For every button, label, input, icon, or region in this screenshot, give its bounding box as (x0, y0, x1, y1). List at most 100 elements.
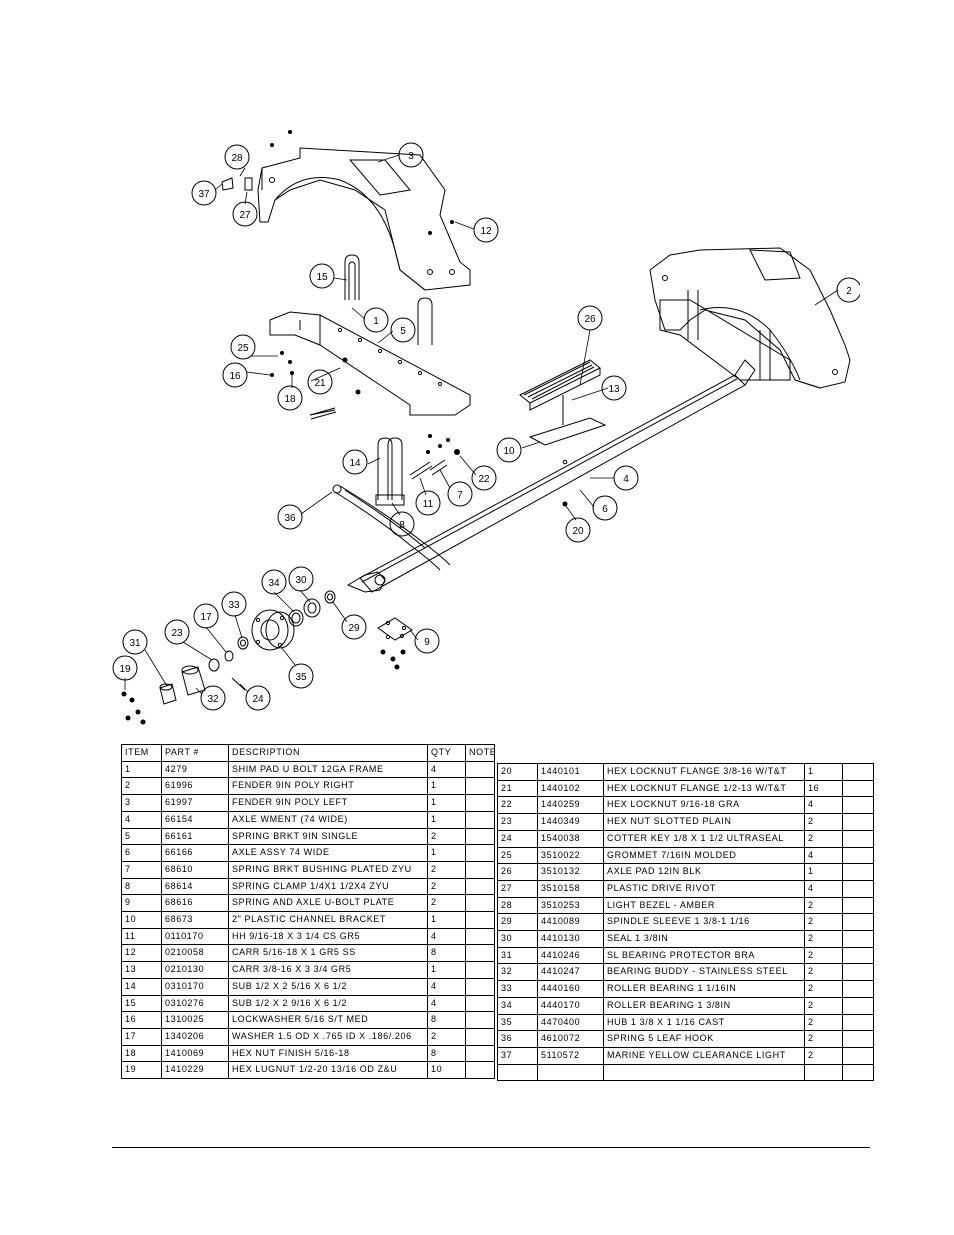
cell-item: 16 (121, 1011, 162, 1029)
cell-note (465, 877, 495, 896)
cell-item: 7 (121, 860, 162, 879)
cell-description: HEX NUT SLOTTED PLAIN (603, 813, 805, 831)
cell-note (465, 944, 495, 963)
cell-description: FENDER 9IN POLY LEFT (228, 794, 428, 812)
callout-15: 15 (309, 263, 335, 289)
svg-text:20: 20 (572, 526, 584, 537)
cell-qty: 2 (804, 813, 843, 831)
cell-item: 18 (121, 1044, 162, 1063)
cell-item: 26 (497, 863, 538, 881)
callout-14: 14 (342, 449, 368, 475)
cell-qty: 2 (427, 827, 466, 846)
cell-qty: 1 (427, 810, 466, 829)
cell-qty: 8 (427, 1044, 466, 1063)
cell-item: 23 (497, 813, 538, 831)
cell-qty: 2 (804, 930, 843, 948)
cell-qty: 2 (804, 1013, 843, 1032)
cell-description: WASHER 1.5 OD X .765 ID X .186/.206 (228, 1027, 428, 1046)
callout-8: 8 (389, 511, 415, 537)
cell-part-number: 0310170 (161, 977, 229, 996)
cell-note (465, 994, 495, 1013)
cell-description: CARR 5/16-18 X 1 GR5 SS (228, 944, 428, 963)
callout-3: 3 (398, 142, 424, 168)
callout-9: 9 (414, 628, 440, 654)
callout-34: 34 (261, 569, 287, 595)
cell-qty: 4 (804, 796, 843, 815)
cell-description: SPRING BRKT 9IN SINGLE (228, 827, 428, 846)
cell-description: AXLE PAD 12IN BLK (603, 863, 805, 881)
cell-note (842, 996, 874, 1015)
svg-text:29: 29 (348, 623, 360, 634)
cell-qty: 2 (804, 946, 843, 965)
svg-text:6: 6 (602, 504, 608, 515)
cell-item: 8 (121, 877, 162, 896)
cell-description: LIGHT BEZEL - AMBER (603, 896, 805, 915)
callout-24: 24 (245, 685, 271, 711)
cell-item: 9 (121, 894, 162, 913)
svg-text:4: 4 (623, 474, 629, 485)
cell-item: 11 (121, 927, 162, 946)
callout-31: 31 (122, 629, 148, 655)
header-description: DESCRIPTION (228, 744, 428, 762)
svg-text:33: 33 (228, 600, 240, 611)
svg-text:19: 19 (119, 664, 131, 675)
cell-qty: 1 (427, 777, 466, 796)
callout-balloons: 1 2 3 4 5 6 7 8 9 10 11 12 13 14 15 16 1… (112, 142, 860, 711)
cell-item: 30 (497, 930, 538, 948)
callout-22: 22 (471, 465, 497, 491)
svg-text:34: 34 (268, 578, 280, 589)
cell-description: SPINDLE SLEEVE 1 3/8-1 1/16 (603, 913, 805, 932)
svg-text:22: 22 (478, 474, 490, 485)
cell-part-number: 0110170 (161, 927, 229, 946)
cell-item: 15 (121, 994, 162, 1013)
cell-qty: 4 (427, 994, 466, 1013)
svg-text:24: 24 (252, 694, 264, 705)
cell-note (842, 1013, 874, 1032)
cell-item: 24 (497, 829, 538, 848)
svg-text:3: 3 (408, 151, 414, 162)
cell-item: 19 (121, 1061, 162, 1080)
svg-text:14: 14 (349, 458, 361, 469)
svg-text:1: 1 (373, 316, 379, 327)
cell-item (497, 1063, 538, 1082)
cell-note (465, 1061, 495, 1080)
axle-tube-drawing (359, 359, 756, 593)
cell-item: 31 (497, 946, 538, 965)
header-item: ITEM (121, 744, 162, 762)
cell-description: HEX LUGNUT 1/2-20 13/16 OD Z&U (228, 1061, 428, 1080)
cell-note (842, 896, 874, 915)
cell-qty: 2 (427, 877, 466, 896)
cell-item: 34 (497, 996, 538, 1015)
cell-item: 14 (121, 977, 162, 996)
cell-description: HH 9/16-18 X 3 1/4 CS GR5 (228, 927, 428, 946)
callout-26: 26 (577, 305, 603, 331)
cell-item: 29 (497, 913, 538, 932)
svg-text:37: 37 (198, 189, 210, 200)
u-bolt-plate-drawing (377, 617, 413, 641)
cell-part-number: 1340206 (161, 1027, 229, 1046)
cell-description: HUB 1 3/8 X 1 1/16 CAST (603, 1013, 805, 1032)
cell-description: LOCKWASHER 5/16 S/T MED (228, 1011, 428, 1029)
cell-note (842, 779, 874, 798)
callout-4: 4 (613, 465, 639, 491)
cell-part-number: 4410130 (537, 930, 604, 948)
callout-25: 25 (230, 334, 256, 360)
cell-qty: 2 (427, 1027, 466, 1046)
cell-qty: 8 (427, 1011, 466, 1029)
svg-text:15: 15 (316, 272, 328, 283)
exploded-parts-diagram: 1 2 3 4 5 6 7 8 9 10 11 12 13 14 15 16 1… (112, 130, 860, 725)
cell-note (842, 1063, 874, 1082)
cell-qty: 10 (427, 1061, 466, 1080)
cell-qty: 4 (804, 846, 843, 865)
svg-text:30: 30 (295, 575, 307, 586)
cell-part-number: 0210058 (161, 944, 229, 963)
svg-text:18: 18 (284, 394, 296, 405)
cell-note (842, 796, 874, 815)
cell-item: 21 (497, 779, 538, 798)
cell-part-number: 5110572 (537, 1046, 604, 1065)
